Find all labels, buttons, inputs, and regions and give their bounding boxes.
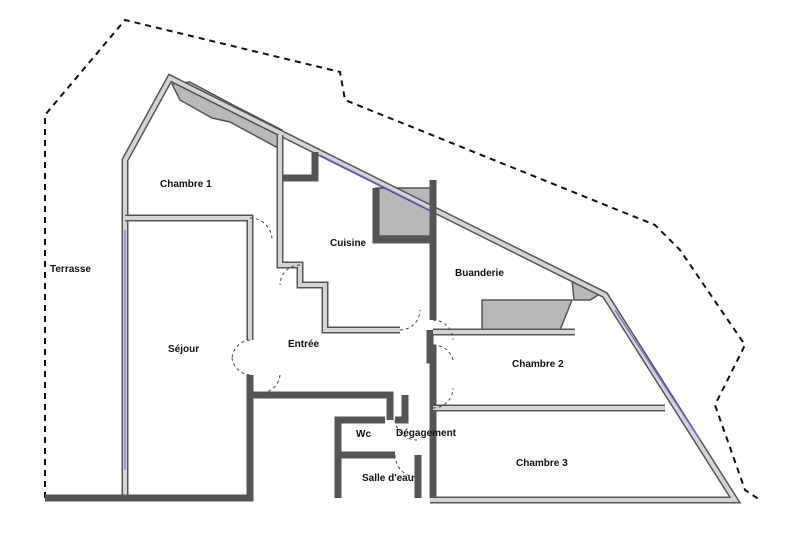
- label-entree: Entrée: [288, 339, 320, 350]
- label-degagement: Dégagement: [396, 428, 457, 439]
- window-right: [614, 309, 701, 441]
- label-chambre2: Chambre 2: [512, 359, 564, 370]
- label-chambre1: Chambre 1: [160, 179, 212, 190]
- door-swings: [231, 217, 454, 478]
- label-chambre3: Chambre 3: [516, 458, 568, 469]
- label-cuisine: Cuisine: [330, 238, 367, 249]
- walls: [45, 73, 742, 504]
- label-salle-eau: Salle d'eau: [362, 473, 414, 484]
- label-sejour: Séjour: [168, 344, 199, 355]
- window-diag: [319, 154, 431, 211]
- terrace-boundary: [44, 18, 761, 501]
- label-wc: Wc: [356, 429, 371, 440]
- label-buanderie: Buanderie: [455, 268, 504, 279]
- storage-top-left: [170, 81, 283, 150]
- label-terrasse: Terrasse: [50, 264, 91, 275]
- storage-buanderie: [481, 299, 574, 331]
